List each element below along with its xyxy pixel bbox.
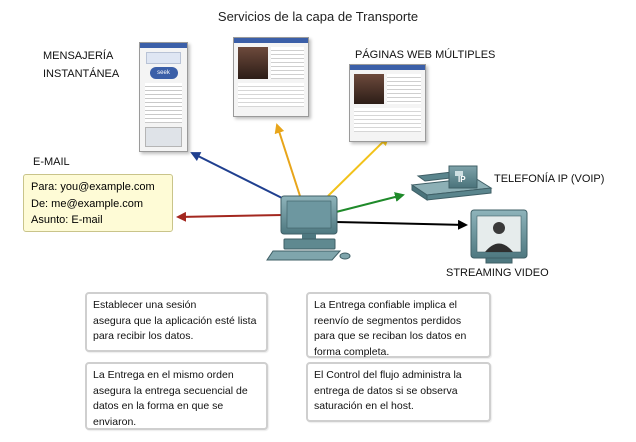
phone-screen-label: IP (458, 175, 466, 184)
instant-messaging-window: seek (139, 42, 188, 152)
video-monitor-icon (470, 209, 528, 264)
web-photo-2 (354, 74, 384, 104)
email-from: De: me@example.com (31, 197, 144, 210)
im-brand-logo: seek (149, 67, 178, 79)
label-voip: TELEFONÍA IP (VOIP) (494, 173, 605, 185)
web-page-window-1 (233, 37, 309, 117)
arrow-to-web-page-2 (327, 135, 390, 197)
note-reliable-delivery: La Entrega confiable implica el reenvío … (306, 292, 491, 358)
note-flow-head: El Control del flujo administra la (314, 369, 462, 381)
note-reliable-head: La Entrega confiable implica el (314, 299, 458, 311)
web-page-window-2 (349, 64, 426, 142)
label-im-line-1: MENSAJERÍA (43, 50, 114, 62)
note-flow-control: El Control del flujo administra la entre… (306, 362, 491, 422)
arrow-to-web-page-1 (274, 123, 301, 197)
computer-icon (266, 195, 351, 261)
email-to: Para: you@example.com (31, 181, 155, 193)
label-im-line-2: INSTANTÁNEA (43, 68, 120, 80)
label-instant-messaging: MENSAJERÍA INSTANTÁNEA (43, 49, 119, 81)
note-same-order-delivery: La Entrega en el mismo orden asegura la … (85, 362, 268, 430)
note-establish-session: Establecer una sesión asegura que la apl… (85, 292, 268, 352)
arrow-to-instant-messaging (190, 152, 293, 204)
ip-phone-icon (410, 165, 493, 201)
label-email: E-MAIL (33, 156, 70, 168)
email-message-box: Para: you@example.com De: me@example.com… (23, 174, 173, 232)
label-streaming-video: STREAMING VIDEO (446, 267, 549, 279)
email-subject: Asunto: E-mail (31, 214, 103, 226)
label-web-pages: PÁGINAS WEB MÚLTIPLES (355, 49, 496, 61)
note-session-body: asegura que la aplicación esté lista par… (93, 314, 257, 343)
arrow-to-streaming (335, 219, 468, 230)
note-session-head: Establecer una sesión (93, 299, 197, 311)
note-flow-body: entrega de datos si se observa saturació… (314, 384, 458, 413)
note-reliable-body: reenvío de segmentos perdidos para que s… (314, 314, 467, 358)
note-order-body: asegura la entrega secuencial de datos e… (93, 384, 248, 428)
note-order-head: La Entrega en el mismo orden (93, 369, 234, 381)
arrow-to-email (176, 211, 284, 222)
im-contact-list (145, 83, 182, 123)
diagram-title: Servicios de la capa de Transporte (217, 9, 419, 24)
im-titlebar (140, 43, 187, 48)
arrow-to-voip (335, 192, 405, 213)
web-photo-1 (238, 47, 268, 79)
